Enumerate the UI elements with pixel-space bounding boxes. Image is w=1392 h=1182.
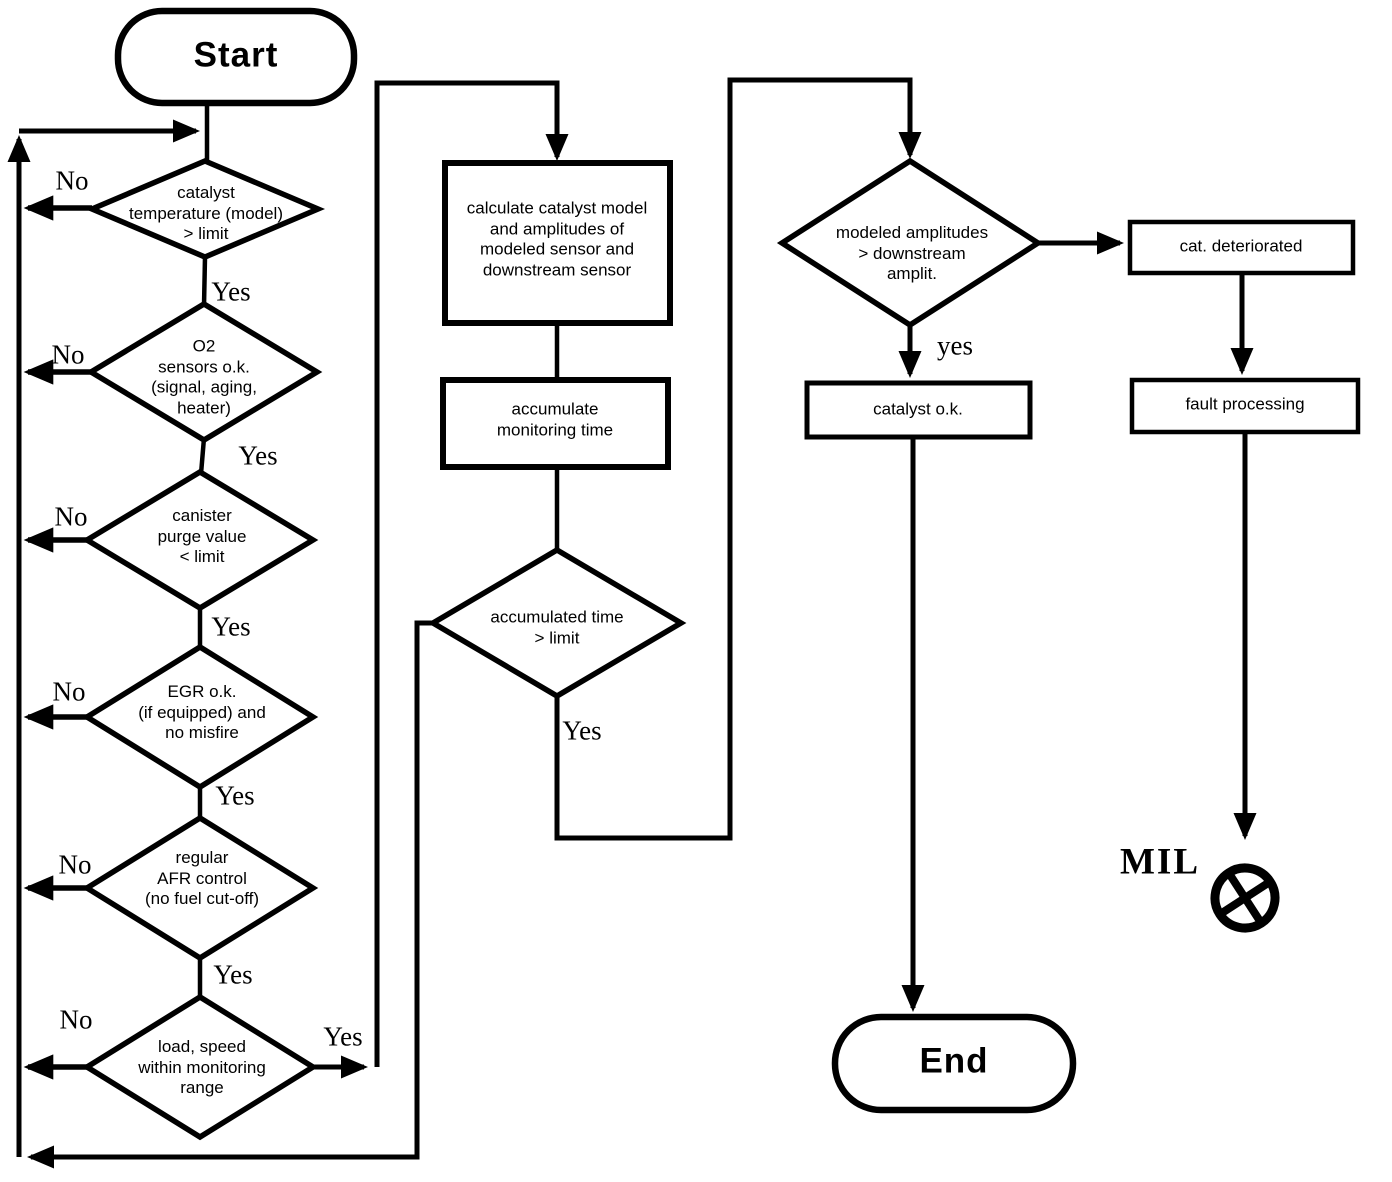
process-calculate-model-shape — [442, 160, 673, 326]
edge-accumulated-time-no-return — [26, 620, 433, 1169]
edge-label-no-egr: No — [52, 676, 86, 707]
end-terminal-label: End — [919, 1041, 989, 1081]
edge-label-yes-egr: Yes — [215, 780, 255, 811]
edge-loop-to-calculate-model — [374, 80, 569, 1067]
mil-lamp-icon — [1210, 863, 1280, 933]
edge-label-yes-o2-sensors: Yes — [238, 440, 278, 471]
decision-canister-purge-label: canister purge value < limit — [157, 505, 247, 567]
process-catalyst-ok-shape — [804, 380, 1033, 440]
decision-afr-control-label: regular AFR control (no fuel cut-off) — [144, 847, 260, 909]
edge-label-yes-afr-control: Yes — [213, 959, 253, 990]
edge-label-yes-catalyst-temperature: Yes — [211, 276, 251, 307]
decision-catalyst-temperature-label: catalyst temperature (model) > limit — [128, 182, 284, 244]
edge-label-yes-canister-purge: Yes — [211, 611, 251, 642]
start-terminal-shape — [114, 7, 358, 107]
edge-label-yes-load-speed: Yes — [323, 1021, 363, 1052]
edge-yes-accumulated-time-to-modeled — [554, 77, 922, 841]
edge-label-no-o2-sensors: No — [51, 339, 85, 370]
edge-label-no-canister-purge: No — [54, 501, 88, 532]
decision-o2-sensors-label: O2 sensors o.k. (signal, aging, heater) — [151, 336, 257, 418]
decision-catalyst-temperature-shape — [84, 158, 326, 260]
decision-load-speed-shape — [81, 993, 319, 1141]
decision-load-speed-label: load, speed within monitoring range — [138, 1036, 266, 1098]
process-cat-deteriorated-shape — [1127, 219, 1356, 276]
process-accumulate-time-label: accumulate monitoring time — [496, 399, 614, 439]
edge-label-no-afr-control: No — [58, 849, 92, 880]
decision-accumulated-time-label: accumulated time > limit — [490, 607, 624, 647]
process-fault-processing-label: fault processing — [1185, 394, 1305, 414]
process-accumulate-time-shape — [440, 377, 671, 470]
decision-modeled-amplitudes-shape — [776, 157, 1044, 329]
process-calculate-model-label: calculate catalyst model and amplitudes … — [466, 198, 648, 280]
edge-label-no-catalyst-temperature: No — [55, 165, 89, 196]
edge-label-yes-modeled-amplitudes: yes — [937, 330, 973, 361]
decision-afr-control-shape — [81, 814, 319, 962]
edge-yes-catalyst-temperature — [201, 256, 208, 307]
process-fault-processing-shape — [1129, 377, 1361, 435]
decision-egr-label: EGR o.k. (if equipped) and no misfire — [138, 681, 266, 743]
decision-accumulated-time-shape — [427, 546, 687, 700]
process-cat-deteriorated-label: cat. deteriorated — [1179, 236, 1303, 256]
edge-label-yes-accumulated-time: Yes — [562, 715, 602, 746]
process-catalyst-ok-label: catalyst o.k. — [873, 399, 963, 419]
mil-annotation-label: MIL — [1120, 841, 1200, 883]
start-terminal-label: Start — [193, 35, 279, 75]
decision-egr-shape — [81, 643, 319, 791]
edge-label-no-load-speed: No — [59, 1004, 93, 1035]
end-terminal-shape — [831, 1013, 1077, 1114]
edge-yes-o2-sensors — [198, 437, 207, 475]
decision-canister-purge-shape — [81, 468, 319, 612]
decision-modeled-amplitudes-label: modeled amplitudes > downstream amplit. — [835, 222, 989, 284]
decision-o2-sensors-shape — [85, 300, 323, 444]
